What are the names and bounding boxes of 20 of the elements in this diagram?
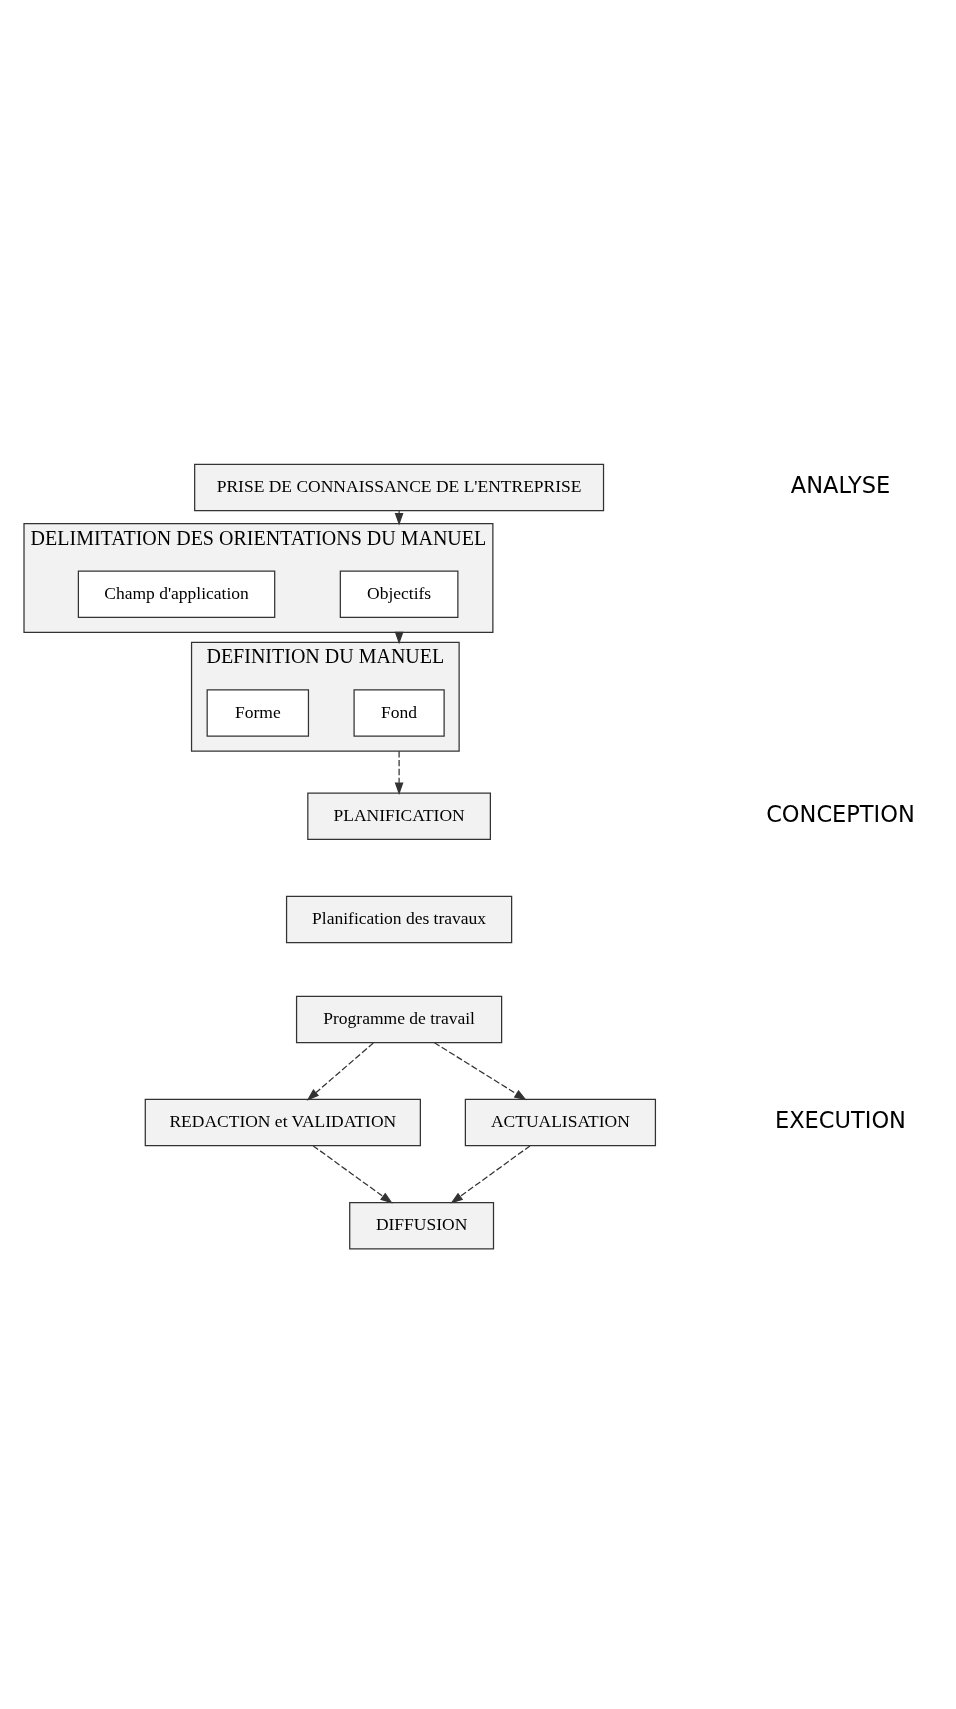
node-box: Planification des travaux <box>285 895 512 943</box>
node-box: Champ d'application <box>77 570 275 618</box>
node-box: Objectifs <box>339 570 458 618</box>
node-box: Forme <box>206 688 309 737</box>
label: CONCEPTION <box>765 800 915 827</box>
node-box: ACTUALISATION <box>464 1098 656 1146</box>
label: ANALYSE <box>790 471 890 498</box>
arrow <box>449 1144 531 1204</box>
node-box: DIFFUSION <box>348 1201 494 1249</box>
node-box: PLANIFICATION <box>306 792 491 840</box>
node-box: REDACTION et VALIDATION <box>144 1098 421 1146</box>
node-box: Programme de travail <box>295 995 502 1043</box>
arrow <box>306 1041 374 1101</box>
node-box: Fond <box>352 688 445 737</box>
node-box: PRISE DE CONNAISSANCE DE L'ENTREPRISE <box>193 463 604 511</box>
label: EXECUTION <box>774 1106 906 1133</box>
arrow <box>433 1041 527 1100</box>
arrow <box>394 750 403 795</box>
arrow <box>312 1144 393 1204</box>
arrow <box>394 509 403 526</box>
